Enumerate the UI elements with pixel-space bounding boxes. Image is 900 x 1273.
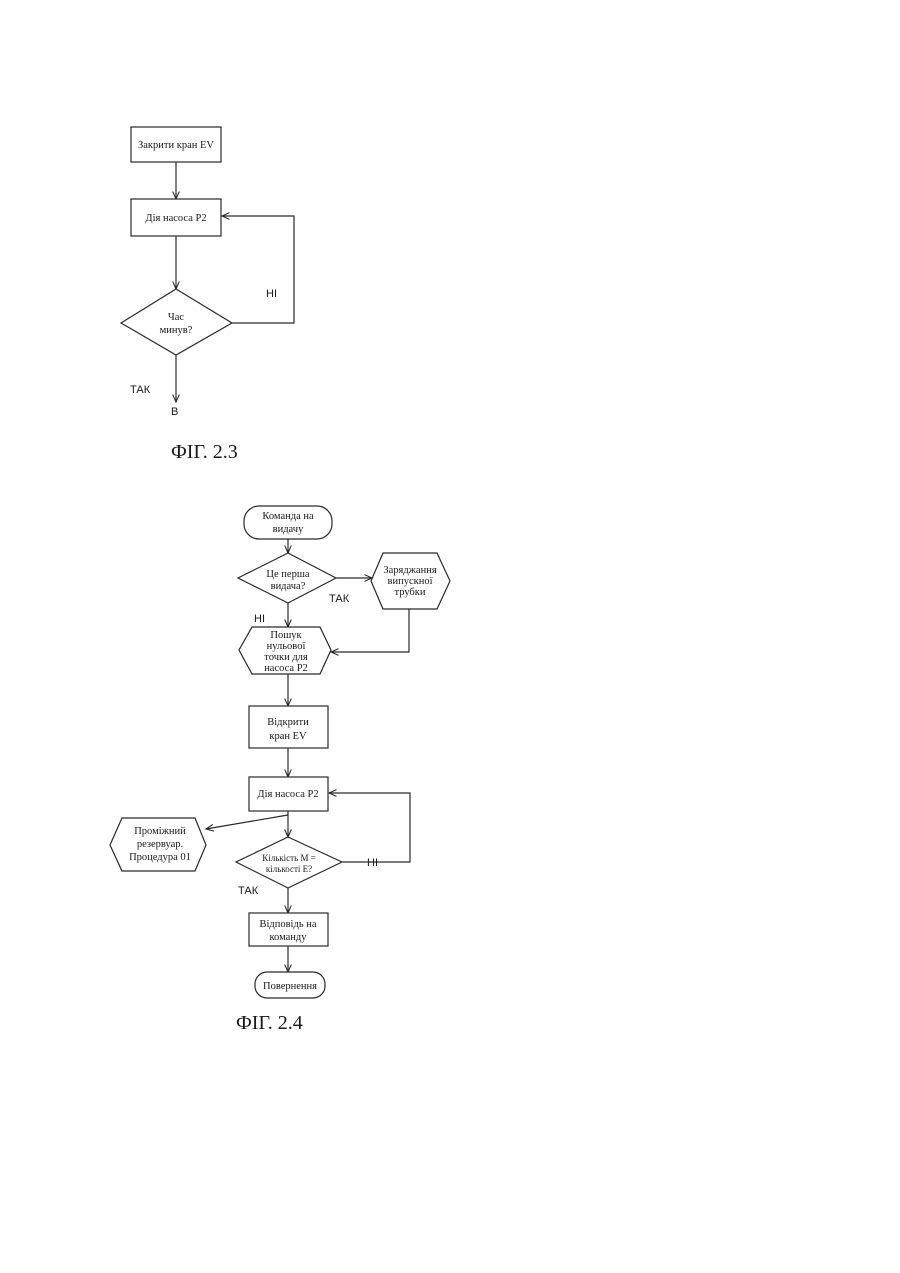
reply-line-2: команду	[269, 932, 307, 943]
arrow-pump-to-intermediate	[206, 815, 288, 829]
command-line-2: видачу	[273, 524, 304, 535]
zero-search-line-1: Пошук	[270, 630, 302, 641]
zero-search-line-4: насоса P2	[264, 663, 308, 674]
first-yes-label: ТАК	[329, 593, 350, 605]
pump-action-label-2: Дія насоса P2	[257, 789, 318, 800]
zero-search-line-3: точки для	[264, 652, 308, 663]
open-valve-line-2: кран EV	[269, 731, 307, 742]
charge-tube-line-1: Заряджання	[383, 565, 436, 576]
qty-yes-label: ТАК	[238, 885, 259, 897]
figure-caption-2-4: ФІГ. 2.4	[236, 1012, 303, 1034]
zero-search-line-2: нульової	[267, 641, 306, 652]
pump-action-label: Дія насоса P2	[145, 213, 206, 224]
arrow-qty-no-loop	[329, 793, 410, 862]
intermediate-line-1: Проміжний	[134, 826, 186, 837]
open-valve-line-1: Відкрити	[267, 717, 309, 728]
quantity-check-line-2: кількості E?	[266, 864, 312, 874]
figure-caption-2-3: ФІГ. 2.3	[171, 441, 238, 463]
charge-tube-line-3: трубки	[394, 587, 425, 598]
charge-tube-line-2: випускної	[388, 576, 433, 587]
connector-b-label: B	[171, 406, 178, 418]
intermediate-line-2: резервуар.	[137, 839, 183, 850]
fig-2-4: Команда на видачу Це перша видача? ТАК Н…	[110, 506, 450, 1034]
first-no-label: НІ	[254, 613, 265, 625]
qty-no-label: НІ	[367, 857, 378, 869]
arrow-no-loop	[222, 216, 294, 323]
no-label: НІ	[266, 288, 277, 300]
yes-label: ТАК	[130, 384, 151, 396]
intermediate-line-3: Процедура 01	[129, 852, 191, 863]
arrow-charge-to-search	[331, 609, 409, 652]
command-line-1: Команда на	[262, 511, 314, 522]
first-issue-line-2: видача?	[271, 581, 306, 592]
close-valve-label: Закрити кран EV	[138, 140, 214, 151]
first-issue-line-1: Це перша	[266, 569, 309, 580]
time-passed-line-1: Час	[168, 312, 184, 323]
fig-2-3: Закрити кран EV Дія насоса P2 Час минув?…	[121, 127, 294, 463]
time-passed-line-2: минув?	[160, 325, 193, 336]
reply-line-1: Відповідь на	[259, 919, 316, 930]
return-label: Повернення	[263, 981, 317, 992]
quantity-check-line-1: Кількість M =	[262, 853, 316, 863]
